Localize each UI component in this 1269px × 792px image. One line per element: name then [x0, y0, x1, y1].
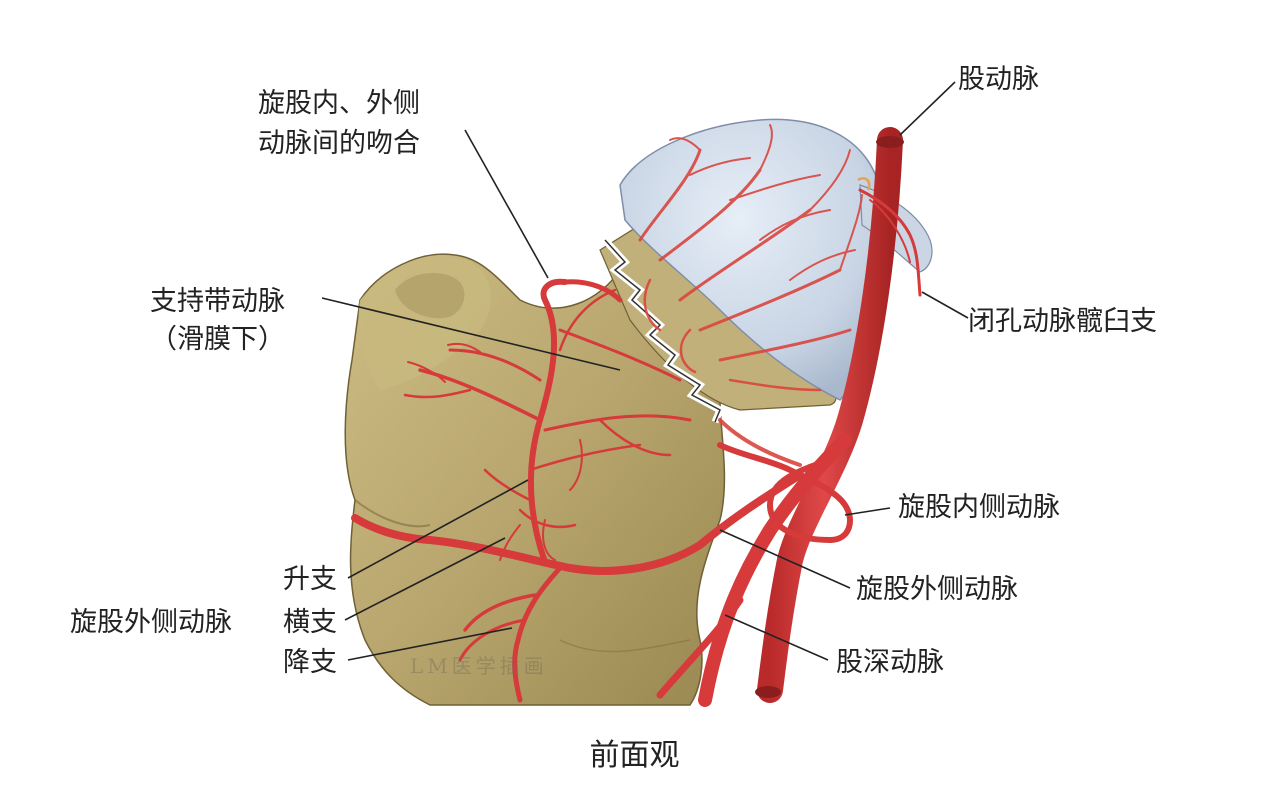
label-retinacular-line2: （滑膜下） — [150, 324, 285, 355]
leader-deep-femoral — [724, 614, 829, 661]
leader-lateral-circumflex — [719, 529, 851, 589]
deep-femoral-artery — [698, 433, 852, 707]
label-deep-femoral: 股深动脉 — [836, 647, 944, 678]
descending-branch — [512, 565, 563, 703]
label-anastomosis-line1: 旋股内、外侧 — [258, 88, 420, 119]
label-transverse-branch: 横支 — [283, 607, 337, 638]
leader-obturator — [921, 291, 969, 319]
label-descending-branch: 降支 — [283, 647, 337, 678]
leader-anastomosis — [464, 129, 549, 279]
retinacular-branches — [403, 288, 692, 561]
watermark: LM医学插画 — [410, 654, 548, 678]
label-lateral-circumflex-right: 旋股外侧动脉 — [856, 574, 1018, 605]
label-ascending-branch: 升支 — [283, 564, 337, 595]
obturator-acetabular-branch — [858, 188, 922, 297]
leader-medial-circumflex — [844, 507, 891, 516]
leader-femoral — [899, 81, 956, 136]
ascending-branch — [527, 278, 568, 565]
leader-lines — [321, 81, 969, 661]
label-femoral-artery: 股动脉 — [958, 64, 1039, 95]
leader-descending — [347, 627, 513, 661]
leader-retinacular — [321, 297, 621, 371]
label-anastomosis-line2: 动脉间的吻合 — [258, 128, 420, 159]
label-lateral-circumflex-left: 旋股外侧动脉 — [70, 607, 232, 638]
figure-caption: 前面观 — [589, 738, 680, 773]
capsule-arterial-network — [638, 124, 863, 467]
label-retinacular-line1: 支持带动脉 — [150, 286, 285, 317]
femoral-artery — [757, 127, 903, 703]
leader-transverse — [344, 537, 506, 621]
label-medial-circumflex: 旋股内侧动脉 — [898, 492, 1060, 523]
label-obturator-acetabular: 闭孔动脉髋臼支 — [968, 306, 1157, 337]
leader-ascending — [347, 479, 529, 579]
